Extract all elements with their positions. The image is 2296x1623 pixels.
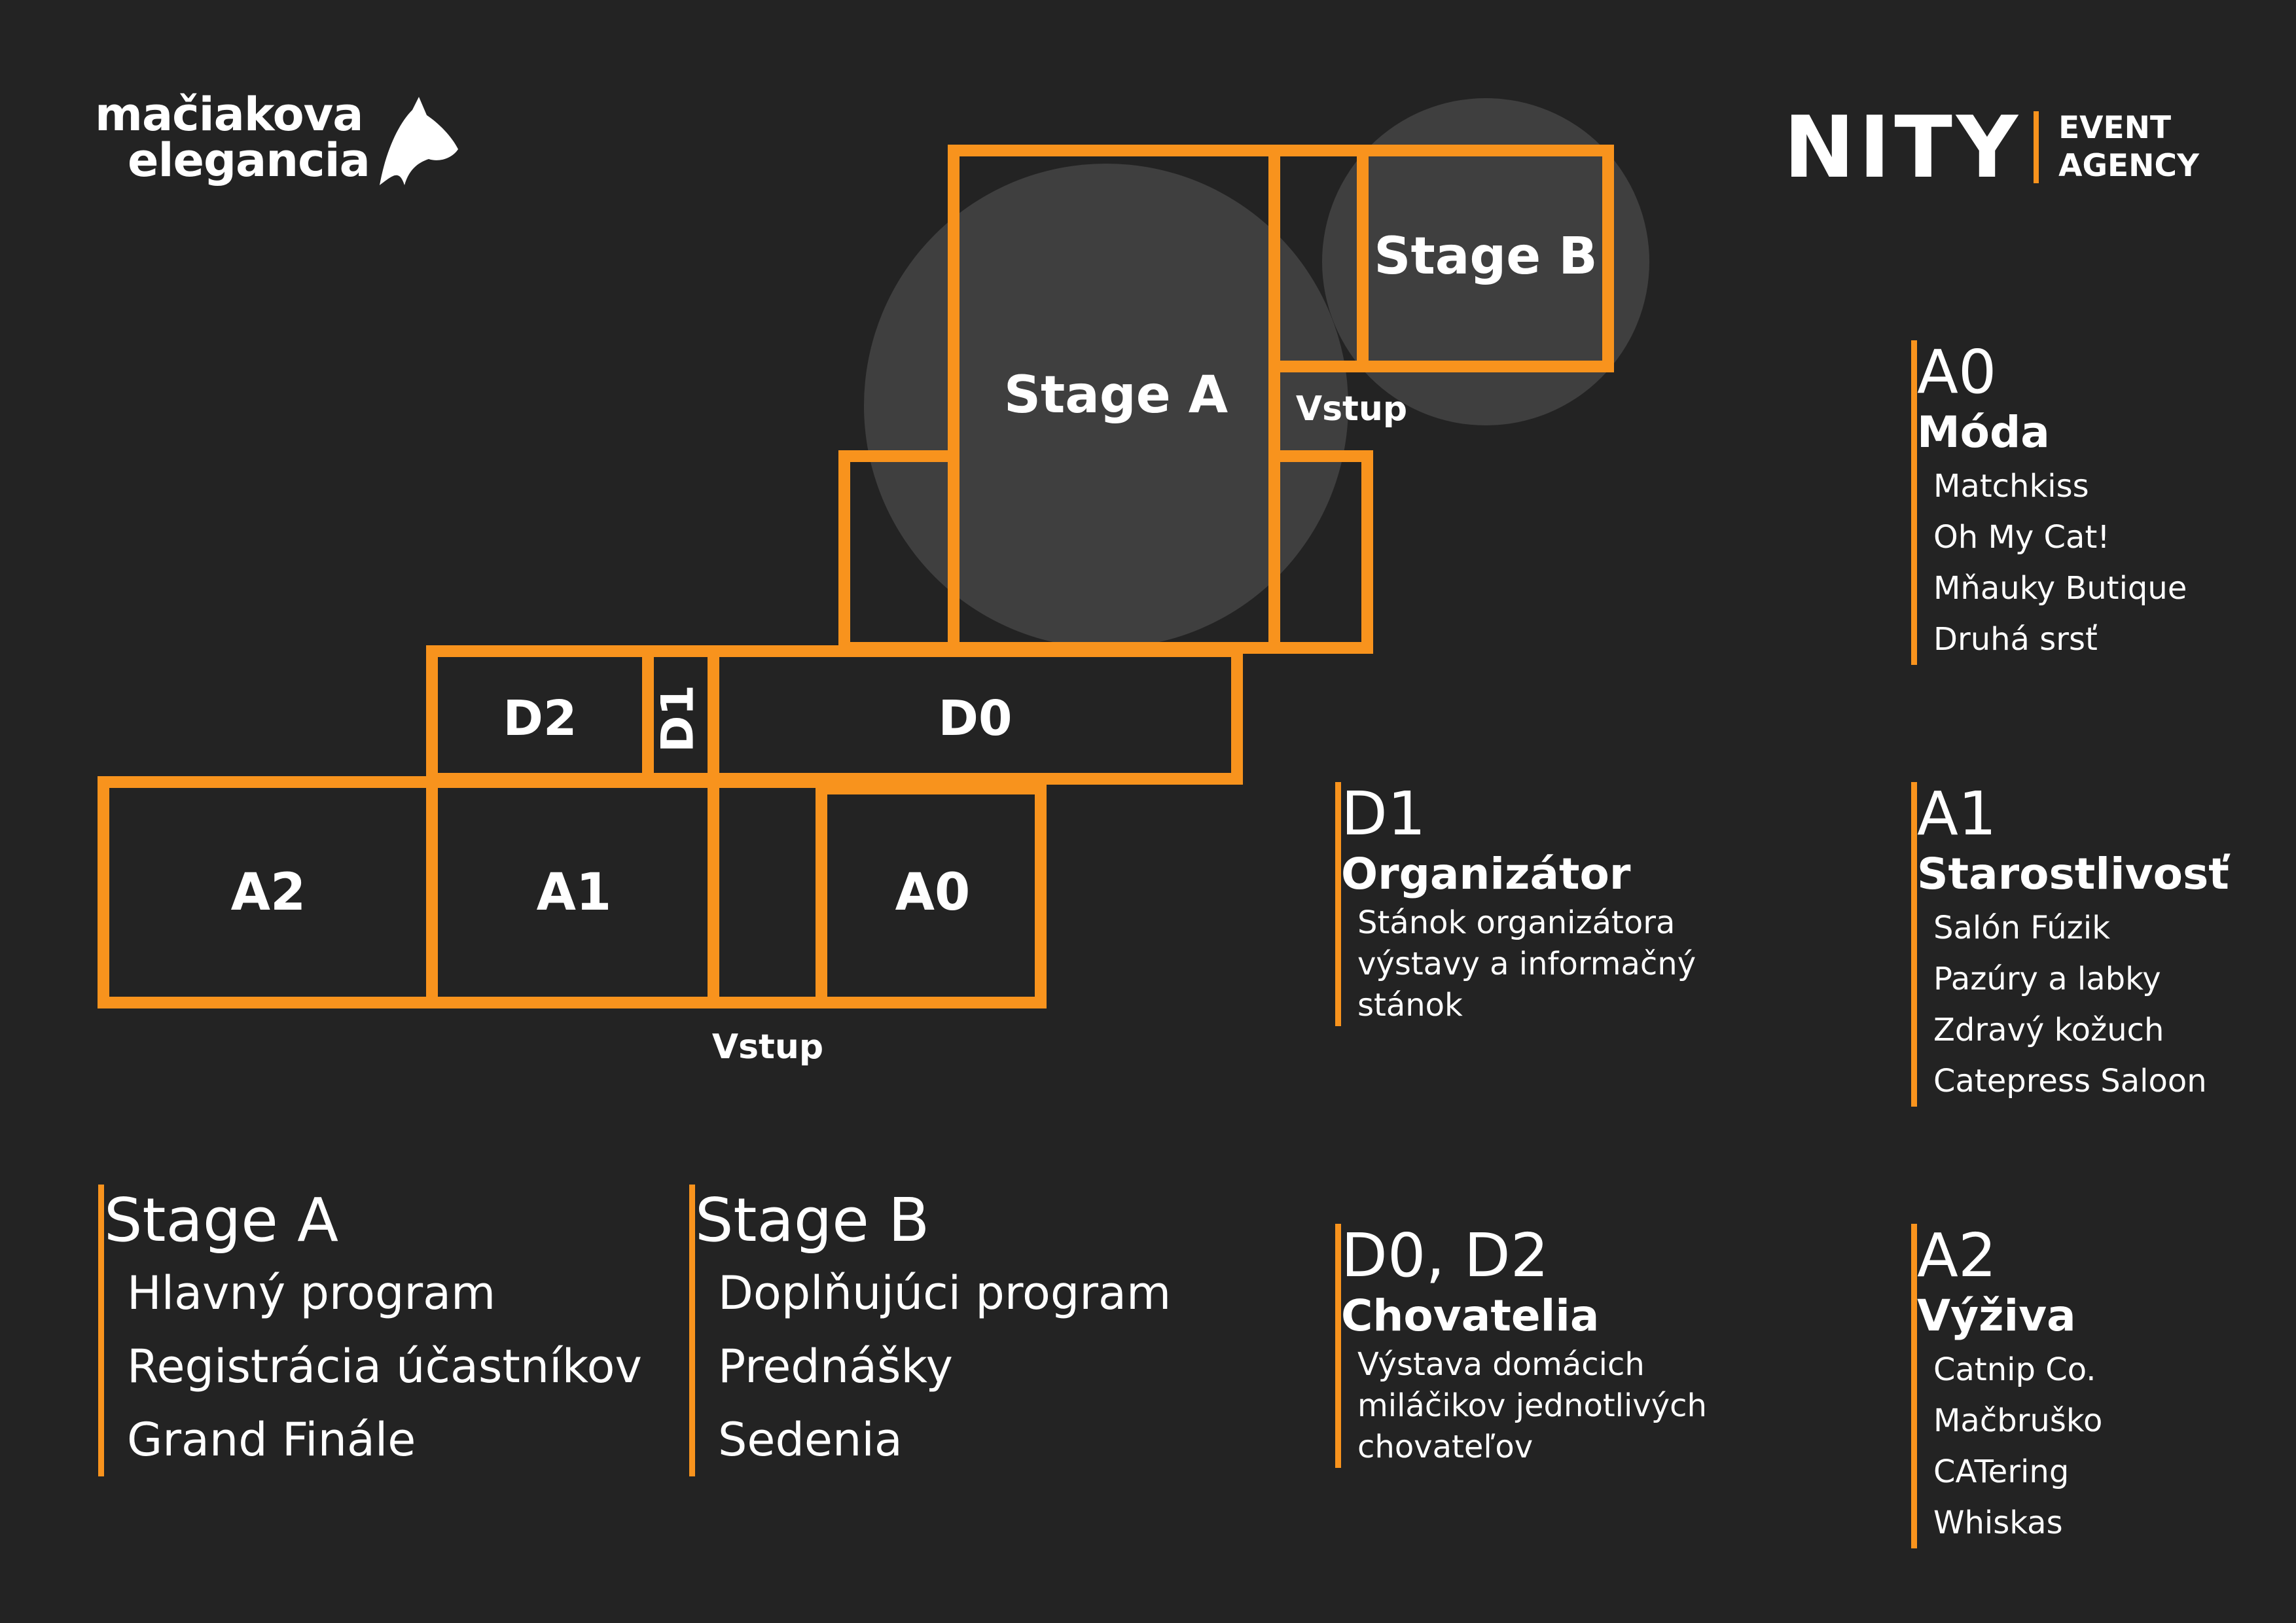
legend-d1-code: D1 — [1341, 779, 1426, 849]
legend-a0: A0 Móda Matchkiss Oh My Cat! Mňauky Buti… — [1911, 340, 2187, 665]
legend-item: Zdravý kožuch — [1933, 1012, 2164, 1048]
legend-d1: D1 Organizátor Stánok organizátora výsta… — [1335, 782, 1696, 1026]
legend-a1-code: A1 — [1917, 779, 1997, 849]
legend-a2-category: Výživa — [1917, 1291, 2076, 1341]
legend-item: Doplňujúci program — [718, 1266, 1172, 1320]
legend-d0-d2-category: Chovatelia — [1341, 1291, 1600, 1341]
logo-divider — [2034, 111, 2039, 183]
legend-item: Catnip Co. — [1933, 1351, 2096, 1388]
a2-label: A2 — [231, 863, 306, 922]
legend-description: Stánok organizátora — [1357, 904, 1676, 941]
legend-description: Výstava domácich — [1357, 1346, 1645, 1383]
brand-left-line1: mačiakova — [95, 88, 364, 141]
legend-stage-a: Stage A Hlavný program Registrácia účast… — [98, 1185, 642, 1476]
brand-left-logo: mačiakova elegancia — [95, 92, 370, 183]
entrance-label-top: Vstup — [1296, 389, 1407, 429]
legend-description: stánok — [1357, 987, 1463, 1024]
brand-left-line2: elegancia — [128, 134, 370, 187]
legend-a0-code: A0 — [1917, 337, 1997, 407]
a0-zone — [816, 783, 1047, 1008]
cat-head-icon — [380, 97, 458, 185]
legend-a2-code: A2 — [1917, 1221, 1997, 1291]
legend-item: Hlavný program — [127, 1266, 496, 1320]
legend-item: Catepress Saloon — [1933, 1063, 2207, 1099]
stage-a-circle — [864, 164, 1348, 648]
legend-a2: A2 Výživa Catnip Co. Mačbruško CATering … — [1911, 1224, 2102, 1548]
d0-zone — [708, 645, 1243, 785]
d0-label: D0 — [939, 690, 1013, 747]
event-label: EVENT — [2058, 110, 2172, 146]
legend-item: Sedenia — [718, 1413, 903, 1467]
legend-description: výstavy a informačný — [1357, 946, 1696, 982]
agency-label: AGENCY — [2058, 148, 2199, 184]
legend-item: Grand Finále — [127, 1413, 416, 1467]
stage-b-label: Stage B — [1374, 227, 1597, 286]
legend-a0-category: Móda — [1917, 407, 2050, 457]
stage-b-circle — [1322, 98, 1649, 425]
legend-d1-category: Organizátor — [1341, 849, 1631, 899]
legend-d0-d2-code: D0, D2 — [1341, 1221, 1549, 1291]
legend-item: Druhá srsť — [1933, 621, 2098, 658]
stage-a-right-box — [1268, 450, 1373, 654]
legend-item: Matchkiss — [1933, 468, 2089, 505]
a0-label: A0 — [895, 863, 971, 922]
legend-a1-category: Starostlivosť — [1917, 849, 2229, 899]
stage-a-label: Stage A — [1004, 366, 1228, 425]
legend-item: Mňauky Butique — [1933, 570, 2187, 607]
brand-right-logo: NITY EVENT AGENCY — [1784, 105, 2199, 190]
d1-label: D1 — [653, 685, 704, 753]
legend-stage-b-title: Stage B — [695, 1185, 930, 1255]
legend-stage-a-title: Stage A — [104, 1185, 339, 1255]
legend-d0-d2: D0, D2 Chovatelia Výstava domácich miláč… — [1335, 1224, 1707, 1468]
d2-label: D2 — [503, 690, 577, 747]
legend-description: chovateľov — [1357, 1429, 1534, 1465]
legend-item: Oh My Cat! — [1933, 519, 2110, 556]
legend-a1: A1 Starostlivosť Salón Fúzik Pazúry a la… — [1911, 782, 2229, 1107]
nity-logo-text: NITY — [1784, 98, 2022, 197]
legend-item: Whiskas — [1933, 1505, 2063, 1541]
stage-b-zone — [1357, 145, 1614, 372]
legend-item: CATering — [1933, 1454, 2070, 1490]
legend-item: Pazúry a labky — [1933, 961, 2161, 997]
entrance-label-bottom: Vstup — [712, 1027, 823, 1067]
legend-item: Prednášky — [718, 1340, 953, 1393]
legend-item: Salón Fúzik — [1933, 910, 2110, 946]
a1-label: A1 — [537, 863, 612, 922]
entrance-corridor — [708, 776, 827, 1008]
legend-item: Registrácia účastníkov — [127, 1340, 642, 1393]
legend-description: miláčikov jednotlivých — [1357, 1387, 1707, 1424]
legend-stage-b: Stage B Doplňujúci program Prednášky Sed… — [689, 1185, 1171, 1476]
legend-item: Mačbruško — [1933, 1402, 2103, 1439]
